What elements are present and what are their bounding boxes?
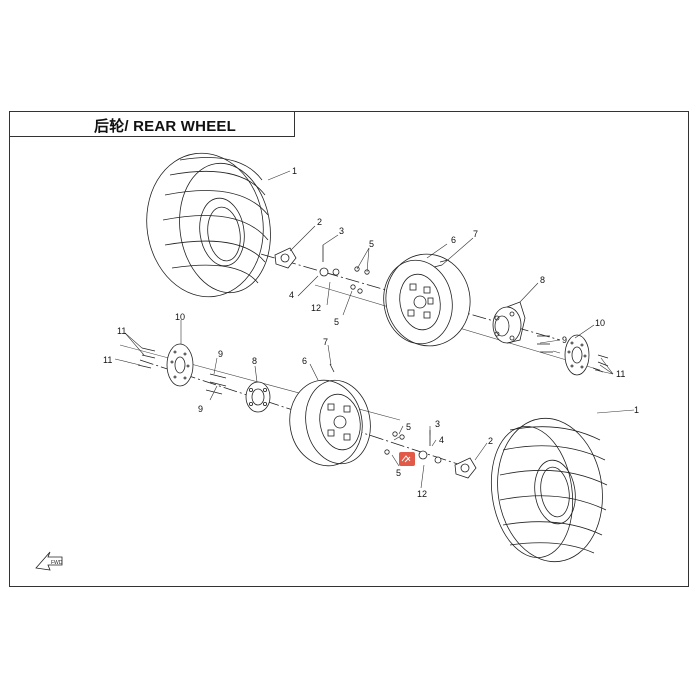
lugnuts-upper — [350, 266, 370, 294]
nut-lower — [418, 450, 428, 460]
part-label-lugnut-upper-a: 5 — [369, 239, 374, 249]
part-label-cotter-lower: 3 — [435, 419, 440, 429]
part-label-hub-upper: 8 — [540, 275, 545, 285]
part-label-stud-upper: 7 — [473, 229, 478, 239]
fwd-label: FWD — [51, 560, 63, 566]
part-label-washer-lower: 12 — [417, 489, 427, 499]
part-label-bolt-right: 9 — [562, 335, 567, 345]
part-label-hub-cap-upper: 2 — [317, 217, 322, 227]
washer-lower — [434, 456, 442, 464]
hub-cap-lower — [454, 457, 477, 479]
diagram-frame — [9, 111, 689, 587]
hub-cap-upper — [274, 247, 297, 269]
hub-lower — [245, 381, 271, 413]
hub-upper — [492, 301, 526, 344]
part-label-lugnut-lower-a: 5 — [406, 422, 411, 432]
rim-lower — [289, 379, 371, 467]
lugnuts-lower — [384, 431, 405, 455]
bolts-right — [537, 335, 553, 353]
part-label-screw-left-a: 11 — [117, 326, 126, 336]
part-label-tire-lower: 1 — [634, 405, 639, 415]
title-box — [9, 111, 295, 137]
fwd-arrow-icon: FWD — [35, 551, 63, 571]
tire-lower — [490, 417, 608, 563]
part-label-nut-upper: 4 — [289, 290, 294, 300]
rim-upper — [383, 253, 471, 347]
tire-upper — [146, 152, 271, 298]
disc-right — [564, 334, 590, 376]
screws-right — [592, 354, 609, 373]
part-label-lugnut-lower-b: 5 — [396, 468, 401, 478]
part-label-disc-right: 10 — [595, 318, 605, 328]
part-label-disc-left: 10 — [175, 312, 185, 322]
part-label-rim-upper: 6 — [451, 235, 456, 245]
part-label-hub-lower: 8 — [252, 356, 257, 366]
part-label-stud-lower: 7 — [323, 337, 328, 347]
disc-left — [166, 343, 194, 387]
part-label-hub-cap-lower: 2 — [488, 436, 493, 446]
nut-upper — [319, 267, 329, 277]
highlight-marker — [399, 452, 415, 466]
part-label-lugnut-upper-b: 5 — [334, 317, 339, 327]
part-label-tire-upper: 1 — [292, 166, 297, 176]
page-title: 后轮/ REAR WHEEL — [94, 118, 236, 135]
part-label-bolt-left-b: 9 — [198, 404, 203, 414]
part-label-screw-right: 11 — [616, 369, 625, 379]
studs-upper — [433, 259, 449, 268]
washer-upper — [332, 268, 340, 276]
part-label-nut-lower: 4 — [439, 435, 444, 445]
part-label-washer-upper: 12 — [311, 303, 321, 313]
part-label-screw-left-b: 11 — [103, 355, 112, 365]
axis-line-lower — [139, 359, 471, 469]
leader-lines — [114, 170, 635, 489]
part-label-bolt-left-a: 9 — [218, 349, 223, 359]
part-label-cotter-upper: 3 — [339, 226, 344, 236]
bolts-left — [205, 373, 227, 395]
part-label-rim-lower: 6 — [302, 356, 307, 366]
screws-left — [137, 347, 156, 369]
studs-lower — [329, 363, 335, 373]
